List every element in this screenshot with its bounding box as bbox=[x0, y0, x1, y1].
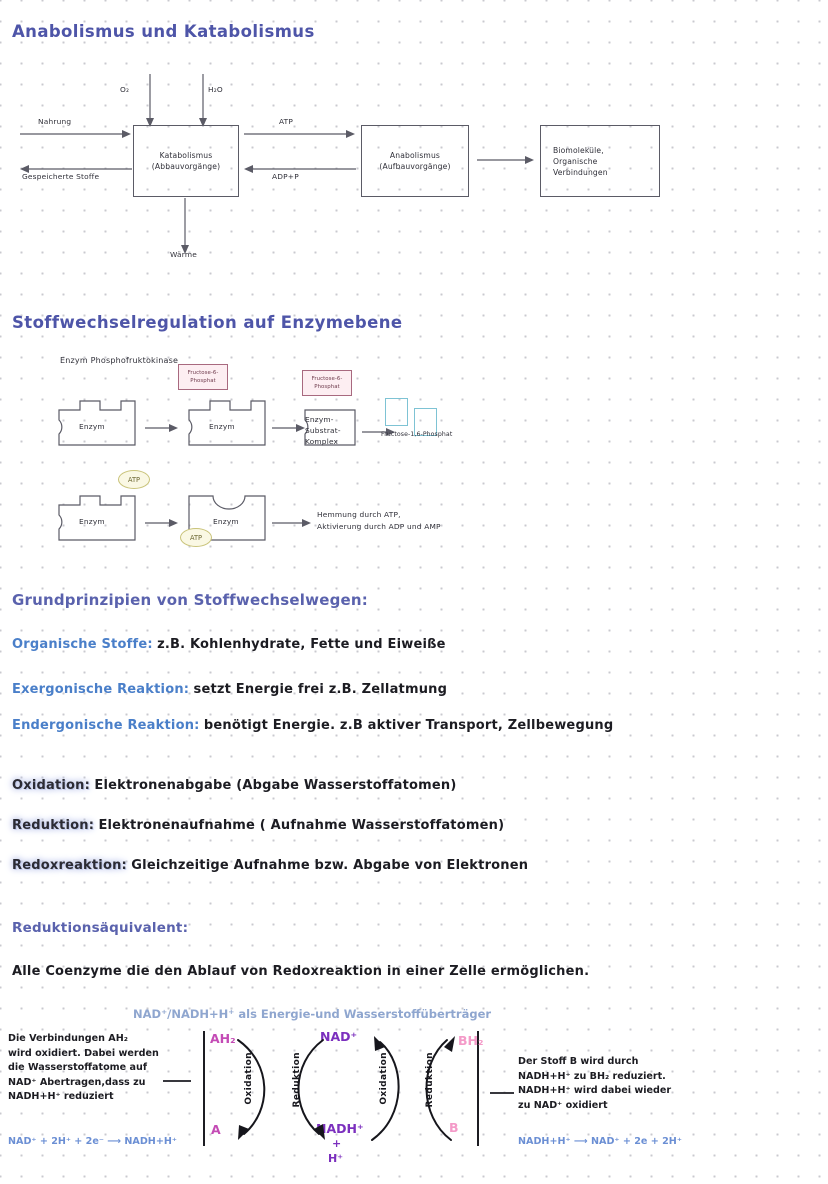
principle-text-0: z.B. Kohlenhydrate, Fette und Eiweiße bbox=[157, 637, 446, 652]
arrow-label-reduktion-2: Reduktion bbox=[425, 1052, 435, 1108]
box-katabolismus: Katabolismus (Abbauvorgänge) bbox=[133, 125, 239, 197]
redox-term-0: Oxidation: bbox=[12, 778, 91, 793]
label-nahrung: Nahrung bbox=[38, 117, 72, 126]
divider-right bbox=[477, 1031, 479, 1146]
product-square-1 bbox=[385, 398, 408, 426]
box-fructose-6-phosphat-bound: Fructose-6- Phosphat bbox=[302, 370, 352, 396]
connector-dash-right bbox=[490, 1092, 514, 1094]
arrow-adp bbox=[244, 165, 356, 173]
connector-dash-left bbox=[163, 1080, 191, 1082]
curved-arrow-reduktion-2 bbox=[425, 1036, 455, 1141]
arrow-o2 bbox=[146, 74, 154, 127]
redox-term-row-0: Oxidation: Elektronenabgabe (Abgabe Wass… bbox=[12, 778, 457, 793]
note-left-oxidation: Die Verbindungen AH₂ wird oxidiert. Dabe… bbox=[8, 1033, 159, 1103]
diagram-anabolismus-katabolismus: O₂ H₂O Katabolismus (Abbauvorgänge) Nahr… bbox=[0, 60, 828, 290]
label-enzym-substrat-komplex: Enzym- Substrat- Komplex bbox=[305, 415, 341, 447]
box-anabolismus: Anabolismus (Aufbauvorgänge) bbox=[361, 125, 469, 197]
curved-arrow-oxidation-1 bbox=[237, 1039, 266, 1140]
box-biomolekuele: Biomoleküle, Organische Verbindungen bbox=[540, 125, 660, 197]
arrow-label-reduktion-1: Reduktion bbox=[292, 1052, 302, 1108]
enzyme-label-1: Enzym bbox=[79, 422, 105, 431]
species-b: B bbox=[449, 1120, 459, 1135]
redox-term-1: Reduktion: bbox=[12, 818, 95, 833]
principle-text-2: benötigt Energie. z.B aktiver Transport,… bbox=[203, 718, 614, 733]
species-bh2: BH₂ bbox=[458, 1033, 484, 1048]
curved-arrow-reduktion-1 bbox=[297, 1039, 325, 1140]
note-enzym-regulation: Hemmung durch ATP, Aktivierung durch ADP… bbox=[317, 510, 441, 531]
species-ah2: AH₂ bbox=[210, 1031, 236, 1046]
arrow-step-2 bbox=[272, 424, 305, 432]
principle-term-1: Exergonische Reaktion: bbox=[12, 682, 190, 697]
redox-term-row-2: Redoxreaktion: Gleichzeitige Aufnahme bz… bbox=[12, 858, 528, 873]
enzyme-label-5: Enzym bbox=[213, 517, 239, 526]
principle-text-1: setzt Energie frei z.B. Zellatmung bbox=[193, 682, 448, 697]
equation-right: NADH+H⁺ ⟶ NAD⁺ + 2e + 2H⁺ bbox=[518, 1136, 682, 1147]
redox-term-row-1: Reduktion: Elektronenaufnahme ( Aufnahme… bbox=[12, 818, 504, 833]
box-fructose-6-phosphat-free: Fructose-6- Phosphat bbox=[178, 364, 228, 390]
label-atp: ATP bbox=[279, 117, 294, 126]
equation-left: NAD⁺ + 2H⁺ + 2e⁻ ⟶ NADH+H⁺ bbox=[8, 1136, 177, 1147]
principle-term-0: Organische Stoffe: bbox=[12, 637, 153, 652]
label-adp: ADP+P bbox=[272, 172, 299, 181]
species-nadh: NADH⁺ bbox=[316, 1121, 364, 1136]
curved-arrow-oxidation-2 bbox=[371, 1036, 400, 1141]
label-waerme: Wärme bbox=[170, 250, 198, 259]
arrow-waerme bbox=[181, 198, 189, 254]
arrow-step-5 bbox=[272, 519, 311, 527]
label-gespeicherte-stoffe: Gespeicherte Stoffe bbox=[22, 172, 100, 181]
note-right-reduktion: Der Stoff B wird durch NADH+H⁺ zu BH₂ re… bbox=[518, 1056, 672, 1111]
label-o2: O₂ bbox=[120, 85, 130, 94]
enzyme-shape-2 bbox=[188, 400, 266, 446]
arrow-to-biomolekuele bbox=[477, 156, 534, 164]
species-nadh-plus: + bbox=[332, 1137, 342, 1150]
diagram-enzymregulation: Enzym Phosphofruktokinase Enzym Fructose… bbox=[0, 350, 828, 560]
species-a: A bbox=[211, 1122, 221, 1137]
heading-nad-traeger: NAD⁺/NADH+H⁺ als Energie-und Wasserstoff… bbox=[133, 1007, 492, 1021]
arrow-atp bbox=[244, 130, 355, 138]
arrow-step-1 bbox=[145, 424, 178, 432]
principle-row-0: Organische Stoffe: z.B. Kohlenhydrate, F… bbox=[12, 637, 446, 652]
enzyme-label-4: Enzym bbox=[79, 517, 105, 526]
principle-term-2: Endergonische Reaktion: bbox=[12, 718, 200, 733]
heading-grundprinzipien: Grundprinzipien von Stoffwechselwegen: bbox=[12, 591, 368, 609]
arrow-gespeicherte-stoffe bbox=[20, 165, 132, 173]
text-reduktionsaequivalent: Alle Coenzyme die den Ablauf von Redoxre… bbox=[12, 964, 590, 979]
species-nadh-h: H⁺ bbox=[328, 1152, 344, 1165]
heading-reduktionsaequivalent: Reduktionsäquivalent: bbox=[12, 920, 189, 936]
enzyme-label-2: Enzym bbox=[209, 422, 235, 431]
arrow-nahrung bbox=[20, 130, 131, 138]
principle-row-2: Endergonische Reaktion: benötigt Energie… bbox=[12, 718, 613, 733]
redox-text-1: Elektronenaufnahme ( Aufnahme Wasserstof… bbox=[98, 818, 505, 833]
arrow-step-4 bbox=[145, 519, 178, 527]
redox-text-0: Elektronenabgabe (Abgabe Wasserstoffatom… bbox=[94, 778, 457, 793]
page-title-stoffwechselregulation: Stoffwechselregulation auf Enzymebene bbox=[12, 313, 403, 332]
arrow-label-oxidation-2: Oxidation bbox=[379, 1052, 389, 1105]
product-square-2 bbox=[414, 408, 437, 436]
redox-text-2: Gleichzeitige Aufnahme bzw. Abgabe von E… bbox=[131, 858, 529, 873]
enzyme-shape-3 bbox=[304, 409, 356, 446]
arrow-label-oxidation-1: Oxidation bbox=[244, 1052, 254, 1105]
atp-bubble-free: ATP bbox=[118, 470, 150, 489]
enzyme-shape-4 bbox=[58, 495, 136, 541]
page-title-anabolismus: Anabolismus und Katabolismus bbox=[12, 22, 315, 41]
label-h2o: H₂O bbox=[208, 85, 223, 94]
redox-term-2: Redoxreaktion: bbox=[12, 858, 127, 873]
arrow-step-3 bbox=[362, 428, 395, 436]
label-fructose-16-phosphat: Fructose-1,6-Phosphat bbox=[381, 431, 453, 438]
principle-row-1: Exergonische Reaktion: setzt Energie fre… bbox=[12, 682, 447, 697]
enzyme-shape-1 bbox=[58, 400, 136, 446]
arrow-h2o bbox=[199, 74, 207, 127]
species-nad-plus: NAD⁺ bbox=[320, 1029, 358, 1044]
caption-enzym-phosphofruktokinase: Enzym Phosphofruktokinase bbox=[60, 356, 179, 365]
atp-bubble-bound: ATP bbox=[180, 528, 212, 547]
divider-left bbox=[203, 1031, 205, 1146]
